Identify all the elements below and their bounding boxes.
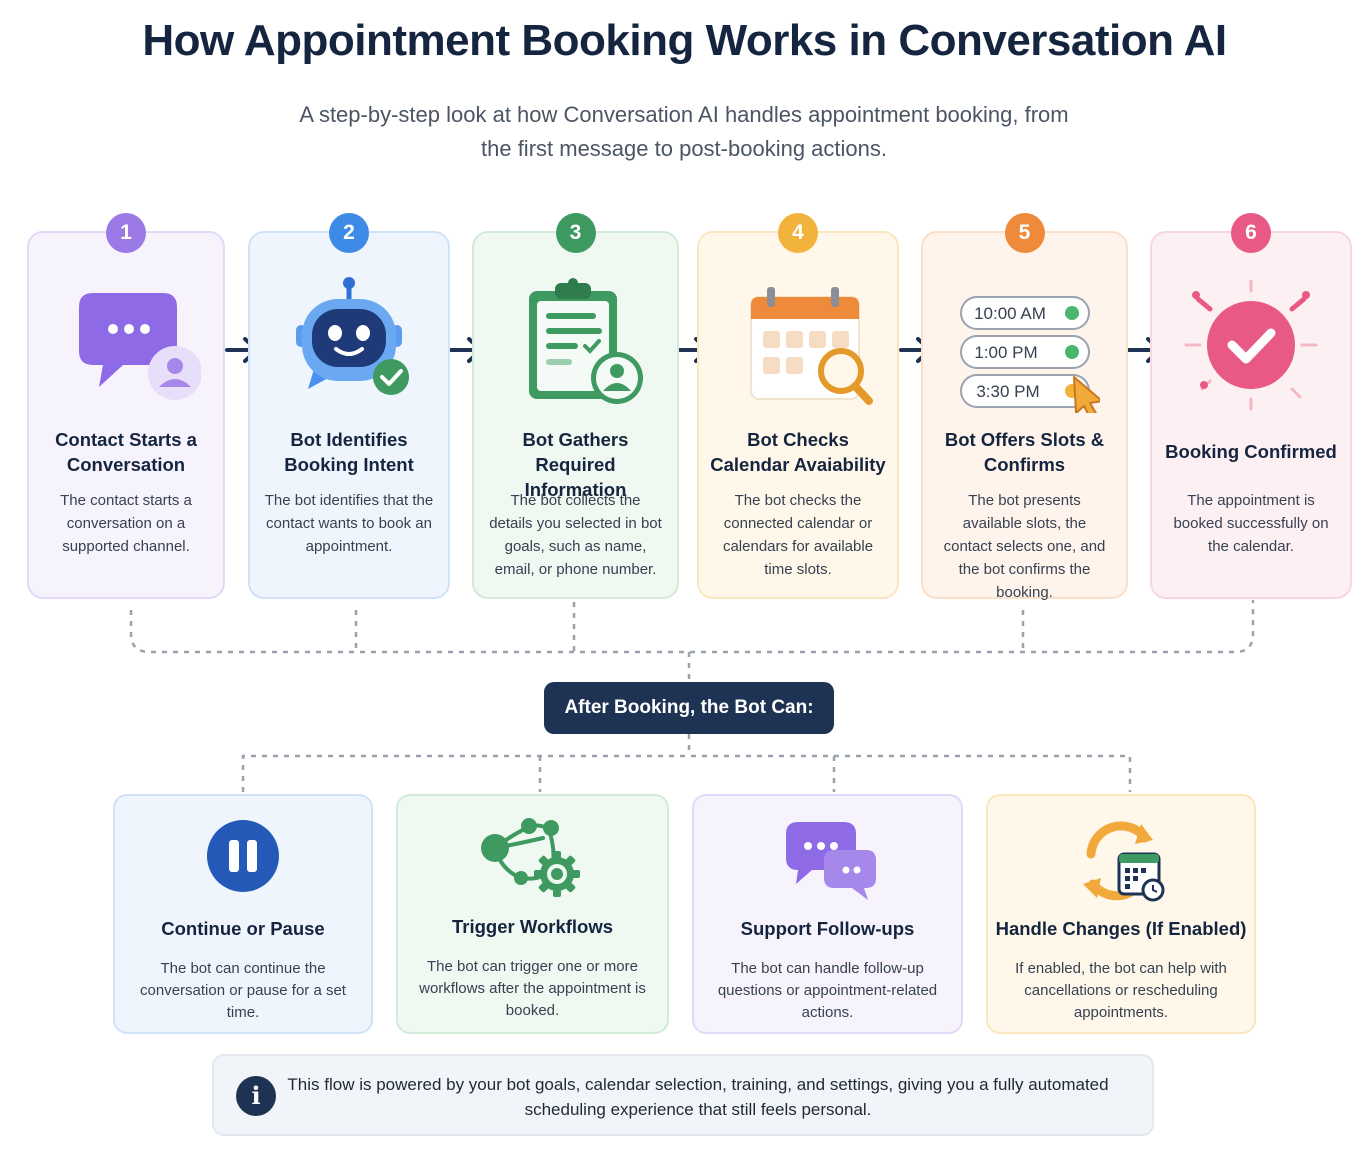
clipboard-user-icon: [528, 278, 643, 404]
step-title: Contact Starts a Conversation: [55, 429, 197, 475]
step-number-badge: 3: [555, 213, 596, 253]
cursor-icon: [1072, 376, 1100, 413]
step-title: Bot Offers Slots & Confirms: [944, 429, 1105, 475]
workflow-gear-icon: [480, 818, 580, 897]
step-card-2: 2 Bot Identifies Booking Intent The bot …: [248, 213, 450, 599]
action-title: Trigger Workflows: [451, 916, 614, 937]
calendar-search-icon: [750, 287, 873, 405]
action-card-support-followups: Support Follow-ups The bot can handle fo…: [692, 794, 963, 1034]
action-title: Continue or Pause: [161, 918, 325, 939]
chat-bubble-user-icon: [79, 293, 201, 400]
after-booking-label: After Booking, the Bot Can:: [544, 682, 834, 734]
step-description: The appointment is booked successfully o…: [1173, 492, 1329, 555]
action-description: The bot can continue the conversation or…: [140, 960, 346, 1021]
step-description: The bot presents available slots, the co…: [943, 492, 1106, 601]
reschedule-calendar-icon: [1083, 821, 1165, 902]
time-slot-3[interactable]: 3:30 PM: [976, 382, 1039, 401]
step-title: Bot Checks Calendar Avaiability: [710, 429, 886, 475]
time-slot-1[interactable]: 10:00 AM: [974, 304, 1046, 323]
step-number-badge: 1: [106, 213, 146, 253]
robot-check-icon: [296, 277, 409, 395]
step-card-1: 1 Contact Starts a Conversation The cont…: [27, 213, 225, 599]
pause-icon: [207, 820, 279, 892]
step-description: The bot identifies that the contact want…: [264, 492, 434, 555]
step-title: Bot Gathers Required Information: [522, 429, 629, 500]
footer-text: This flow is powered by your bot goals, …: [287, 1075, 1109, 1119]
action-card-handle-changes: Handle Changes (If Enabled) If enabled, …: [986, 794, 1256, 1034]
action-title: Handle Changes (If Enabled): [995, 918, 1247, 939]
action-card-trigger-workflows: Trigger Workflows The bot can trigger on…: [396, 794, 669, 1034]
time-slot-2[interactable]: 1:00 PM: [974, 343, 1037, 362]
page-title: How Appointment Booking Works in Convers…: [142, 16, 1227, 65]
action-title: Support Follow-ups: [740, 918, 915, 939]
page-subtitle: A step-by-step look at how Conversation …: [299, 102, 1069, 161]
info-footer: i This flow is powered by your bot goals…: [212, 1054, 1154, 1136]
action-description: If enabled, the bot can help with cancel…: [1015, 960, 1227, 1021]
time-slots-icon: 10:00 AM 1:00 PM 3:30 PM: [959, 296, 1100, 413]
step-card-4: 4 Bot Checks Calendar Avaiability The bo…: [697, 213, 899, 599]
chat-bubbles-icon: [785, 822, 876, 900]
check-circle-icon: [1184, 279, 1318, 411]
step-number-badge: 6: [1231, 213, 1271, 253]
step-title: Bot Identifies Booking Intent: [284, 429, 414, 475]
step-number-badge: 2: [329, 213, 369, 253]
action-card-continue-pause: Continue or Pause The bot can continue t…: [113, 794, 373, 1034]
step-card-5: 5 10:00 AM 1:00 PM 3:30 PM Bot Offers Sl…: [921, 213, 1128, 601]
step-number-badge: 4: [778, 213, 818, 253]
step-card-3: 3 Bot Gathers Required Information The b…: [472, 213, 679, 599]
step-title: Booking Confirmed: [1165, 441, 1337, 462]
step-description: The contact starts a conversation on a s…: [60, 492, 192, 555]
step-description: The bot collects the details you selecte…: [489, 492, 662, 578]
action-description: The bot can trigger one or more workflow…: [419, 958, 646, 1019]
action-description: The bot can handle follow-up questions o…: [717, 960, 938, 1021]
info-icon: i: [236, 1076, 276, 1116]
step-description: The bot checks the connected calendar or…: [722, 492, 874, 578]
step-card-6: 6 Booking Confirmed The appointment is b…: [1150, 213, 1352, 599]
step-number-badge: 5: [1004, 213, 1045, 253]
